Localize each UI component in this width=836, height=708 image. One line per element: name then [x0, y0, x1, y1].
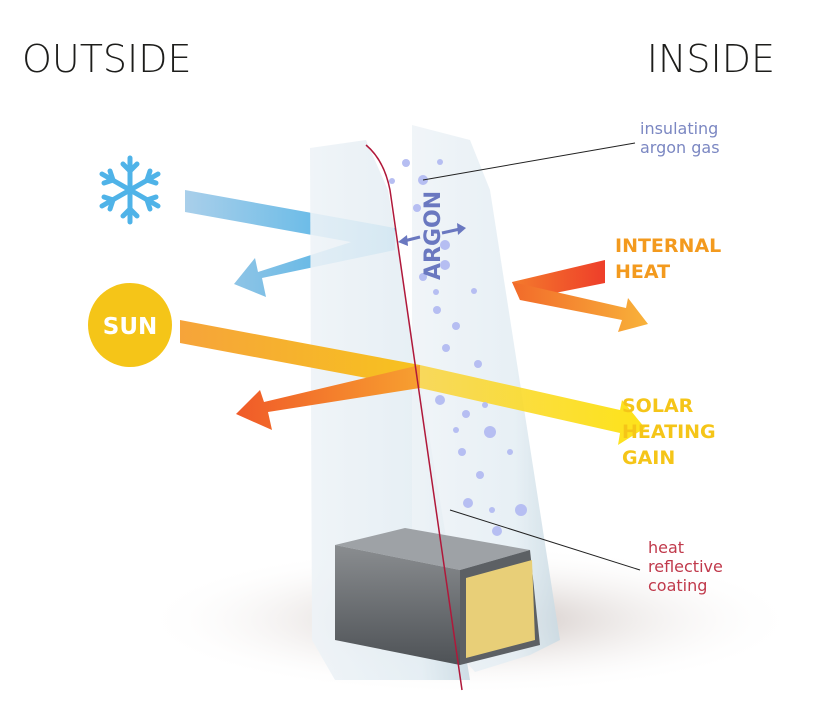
argon-leader-line: [422, 142, 636, 181]
spacer-bar: [335, 528, 540, 665]
solar-heating-gain-label: SOLAR HEATING GAIN: [622, 395, 722, 469]
inside-title: INSIDE: [647, 37, 775, 81]
sun-label: SUN: [103, 314, 158, 340]
sun-icon: SUN: [88, 283, 172, 367]
argon-label: ARGON: [421, 191, 446, 280]
desiccant-icon: [466, 560, 535, 658]
coating-leader-line: [449, 509, 641, 571]
argon-arrows: [398, 223, 466, 246]
internal-heat-label: INTERNAL HEAT: [615, 235, 728, 283]
reflective-coating-line: [365, 144, 463, 691]
heat-reflective-coating-label: heat reflective coating: [648, 538, 728, 595]
solar-arrows: [180, 320, 645, 445]
outside-title: OUTSIDE: [22, 37, 192, 81]
snowflake-icon: [99, 155, 161, 225]
argon-bubbles: [389, 159, 530, 584]
argon-gas-label: insulating argon gas: [640, 119, 723, 157]
internal-heat-arrow: [512, 260, 648, 332]
